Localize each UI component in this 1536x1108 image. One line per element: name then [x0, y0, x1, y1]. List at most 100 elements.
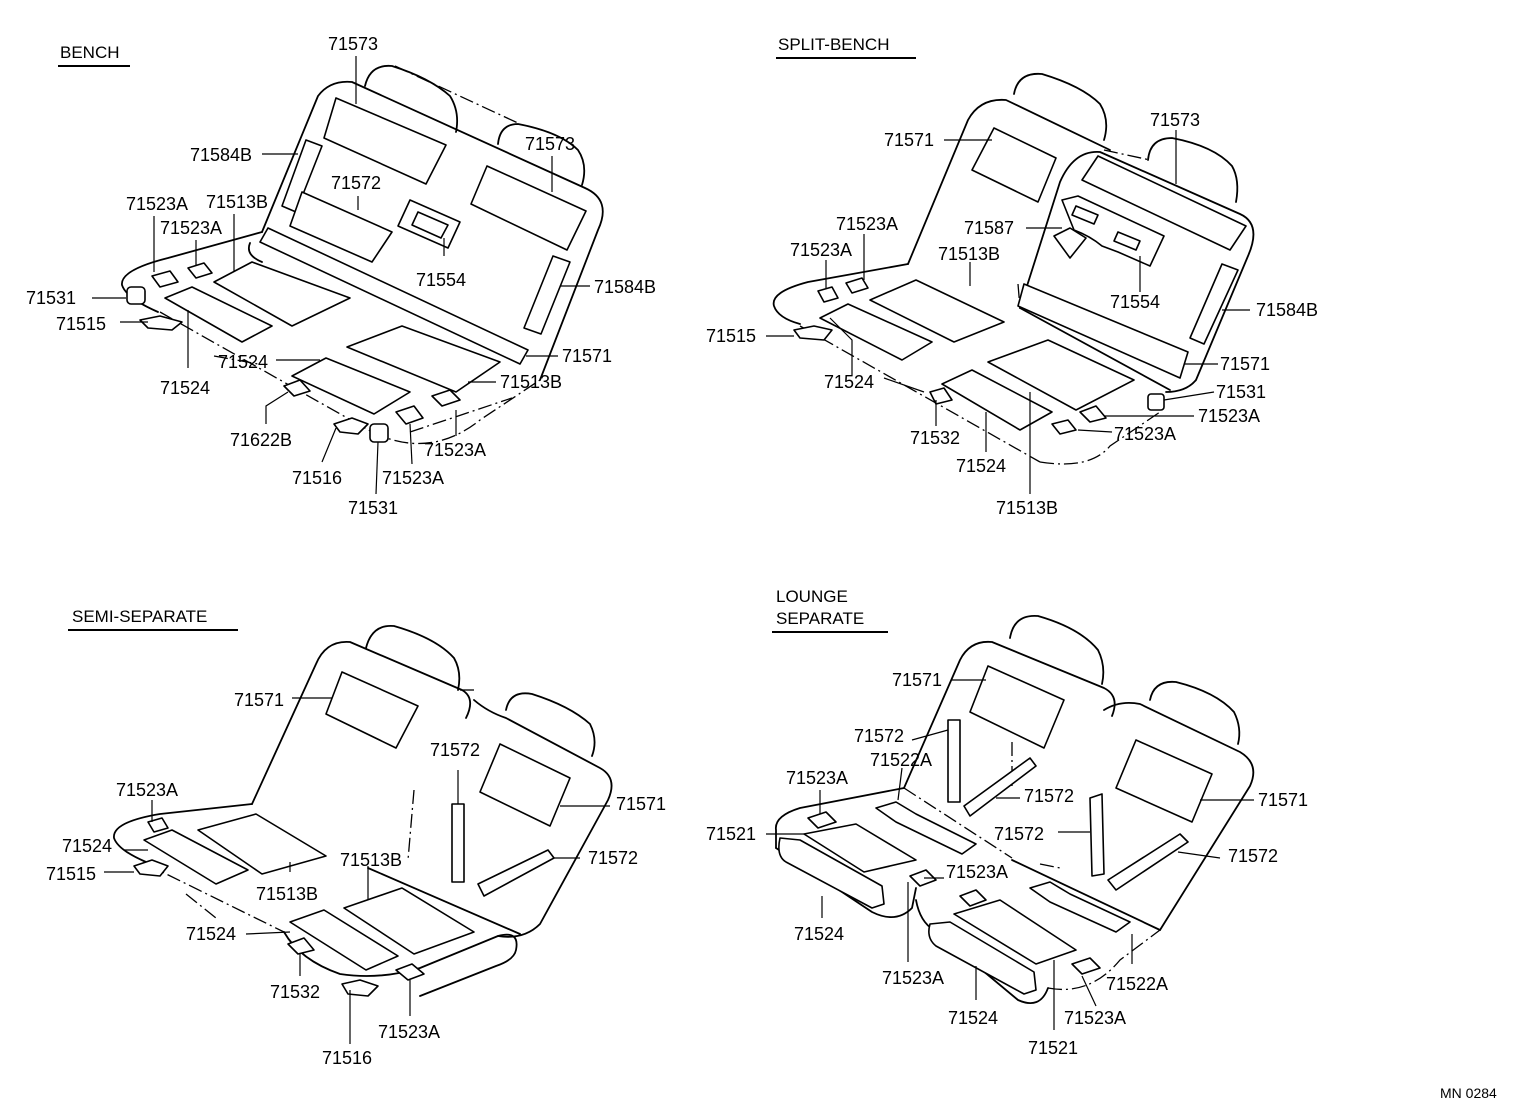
part-label: 71515 — [706, 326, 756, 346]
semi-separate-labels: 71571 71572 71571 71523A 71524 71513B 71… — [46, 690, 666, 1068]
part-label: 71523A — [160, 218, 222, 238]
part-label: 71524 — [948, 1008, 998, 1028]
semi-hinge-cover-a — [133, 859, 169, 877]
split-top-pad-left — [971, 127, 1057, 203]
drawing-code: MN 0284 — [1440, 1085, 1497, 1101]
part-label: 71571 — [1258, 790, 1308, 810]
part-label: 71521 — [1028, 1038, 1078, 1058]
semi-back-pad-right — [479, 743, 571, 827]
part-label: 71513B — [500, 372, 562, 392]
part-label: 71572 — [1024, 786, 1074, 806]
part-label: 71515 — [46, 864, 96, 884]
bench-panel: BENCH — [26, 34, 656, 518]
part-label: 71584B — [190, 145, 252, 165]
part-label: 71554 — [416, 270, 466, 290]
bench-labels: 71573 71573 71584B 71572 71523A 71513B 7… — [26, 34, 656, 518]
lounge-seat-pad-right — [953, 899, 1077, 965]
semi-seat-pad-left — [143, 829, 249, 885]
split-long-strip — [1017, 283, 1189, 379]
part-label: 71523A — [126, 194, 188, 214]
split-bracket-a — [817, 286, 839, 303]
part-label: 71571 — [884, 130, 934, 150]
lounge-title-line-1: LOUNGE — [776, 587, 848, 606]
bench-side-strip-right — [523, 255, 571, 335]
part-label: 71572 — [994, 824, 1044, 844]
split-armrest-slot-a — [1071, 205, 1099, 225]
part-label: 71523A — [882, 968, 944, 988]
part-label: 71531 — [26, 288, 76, 308]
part-label: 71524 — [186, 924, 236, 944]
split-bench-title: SPLIT-BENCH — [778, 35, 889, 54]
semi-bracket-b — [287, 937, 315, 955]
part-label: 71513B — [256, 884, 318, 904]
split-seat-pad-left — [819, 303, 933, 361]
part-label: 71516 — [292, 468, 342, 488]
split-side-strip — [1189, 263, 1239, 345]
part-label: 71523A — [1198, 406, 1260, 426]
part-label: 71523A — [790, 240, 852, 260]
part-label: 71573 — [328, 34, 378, 54]
part-label: 71531 — [1216, 382, 1266, 402]
part-label: 71513B — [206, 192, 268, 212]
semi-bracket-a — [147, 817, 169, 833]
lounge-back-pad-left — [969, 665, 1065, 749]
lounge-bracket-b — [909, 869, 937, 887]
split-hinge-cover — [793, 325, 833, 341]
split-bench-panel: SPLIT-BENCH — [706, 35, 1318, 518]
semi-long-strip — [477, 849, 555, 897]
semi-bracket-c — [395, 963, 425, 981]
semi-separate-leaders — [104, 697, 610, 1044]
bench-cover-a — [126, 286, 146, 305]
part-label: 71584B — [1256, 300, 1318, 320]
part-label: 71531 — [348, 498, 398, 518]
split-bracket-d — [1079, 405, 1107, 423]
lounge-bracket-c — [959, 889, 987, 907]
split-bench-parts — [793, 127, 1247, 435]
bench-seat-pad-front — [291, 357, 411, 415]
part-label: 71573 — [1150, 110, 1200, 130]
bench-bracket-b — [187, 262, 213, 279]
bench-hinge-cover-a — [139, 315, 183, 331]
bench-armrest-insert-inner — [411, 211, 449, 239]
lounge-bracket-d — [1071, 957, 1101, 975]
part-label: 71572 — [854, 726, 904, 746]
part-label: 71524 — [956, 456, 1006, 476]
part-label: 71513B — [340, 850, 402, 870]
part-label: 71572 — [331, 173, 381, 193]
part-label: 71523A — [946, 862, 1008, 882]
lounge-long-strip-b — [1107, 833, 1189, 891]
lounge-leaders — [766, 679, 1254, 1030]
semi-separate-seat-outline — [113, 625, 613, 997]
bench-bracket-c — [283, 379, 311, 397]
split-bracket-e — [1051, 419, 1077, 435]
split-seat-pad-front — [941, 369, 1053, 431]
part-label: 71532 — [270, 982, 320, 1002]
lounge-separate-panel: LOUNGE SEPARATE — [706, 587, 1308, 1058]
lounge-title-line-2: SEPARATE — [776, 609, 864, 628]
lounge-labels: 71571 71572 71522A 71523A 71572 71571 71… — [706, 670, 1308, 1058]
lounge-pad-strip-b — [1029, 881, 1131, 933]
lounge-trim-panel-right — [928, 921, 1037, 995]
part-label: 71532 — [910, 428, 960, 448]
bench-parts — [126, 97, 587, 443]
semi-back-pad-left — [325, 671, 419, 749]
bench-hinge-cover-b — [333, 417, 369, 435]
bench-bracket-a — [151, 270, 179, 288]
part-label: 71516 — [322, 1048, 372, 1068]
split-top-pad-right — [1081, 155, 1247, 251]
bench-bracket-e — [431, 389, 461, 407]
lounge-pad-strip-a — [875, 801, 977, 855]
part-label: 71524 — [794, 924, 844, 944]
lounge-seat-pad-left — [803, 823, 917, 873]
part-label: 71571 — [1220, 354, 1270, 374]
split-armrest-slot-b — [1113, 231, 1141, 251]
part-label: 71521 — [706, 824, 756, 844]
semi-seat-pad-front — [289, 909, 399, 971]
lounge-bracket-a — [807, 811, 837, 829]
bench-seat-pad-left — [164, 286, 273, 343]
lounge-back-pad-right — [1115, 739, 1213, 823]
part-label: 71524 — [62, 836, 112, 856]
part-label: 71523A — [1114, 424, 1176, 444]
split-seat-pad-right — [987, 339, 1135, 411]
